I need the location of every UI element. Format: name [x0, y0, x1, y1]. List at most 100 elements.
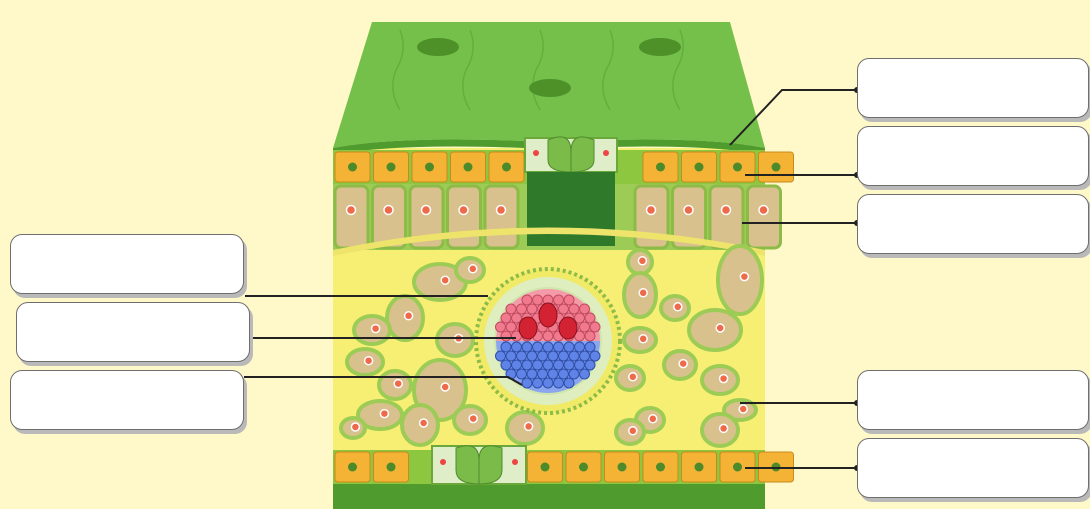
spongy-nucleus: [639, 335, 647, 343]
xylem-cell: [527, 304, 537, 314]
xylem-cell: [580, 322, 590, 332]
spongy-nucleus: [674, 303, 682, 311]
label-box-right-3[interactable]: [857, 194, 1089, 254]
xylem-cell: [496, 322, 506, 332]
epidermis-nucleus: [695, 163, 704, 172]
label-box-right-2[interactable]: [857, 126, 1089, 186]
xylem-cell: [580, 304, 590, 314]
phloem-cell: [548, 369, 558, 379]
spongy-nucleus: [679, 360, 687, 368]
epidermis-nucleus: [618, 463, 627, 472]
spongy-nucleus: [469, 415, 477, 423]
phloem-cell: [506, 351, 516, 361]
xylem-cell: [559, 304, 569, 314]
phloem-cell: [543, 342, 553, 352]
epidermis-nucleus: [772, 163, 781, 172]
epidermis-nucleus: [695, 463, 704, 472]
label-box-left-3[interactable]: [10, 370, 244, 430]
epidermis-nucleus: [348, 163, 357, 172]
phloem-cell: [517, 351, 527, 361]
phloem-cell: [575, 360, 585, 370]
epidermis-nucleus: [502, 163, 511, 172]
phloem-cell: [554, 342, 564, 352]
spongy-cell: [689, 310, 741, 350]
label-box-right-5[interactable]: [857, 438, 1089, 498]
lower-epidermis: [333, 450, 794, 509]
phloem-cell: [564, 342, 574, 352]
xylem-cell: [564, 295, 574, 305]
spongy-nucleus: [441, 276, 449, 284]
epidermis-nucleus: [656, 463, 665, 472]
palisade-nucleus: [722, 206, 731, 215]
phloem-cell: [501, 342, 511, 352]
epidermis-nucleus: [425, 163, 434, 172]
epidermis-nucleus: [464, 163, 473, 172]
spongy-nucleus: [716, 324, 724, 332]
spongy-cell: [718, 246, 762, 314]
phloem-cell: [533, 342, 543, 352]
label-box-left-2[interactable]: [16, 302, 250, 362]
xylem-cell: [522, 295, 532, 305]
xylem-cell: [512, 313, 522, 323]
phloem-cell: [554, 360, 564, 370]
spongy-nucleus: [649, 415, 657, 423]
spongy-nucleus: [380, 410, 388, 418]
phloem-cell: [580, 351, 590, 361]
spongy-nucleus: [629, 427, 637, 435]
epidermis-nucleus: [348, 463, 357, 472]
guard-cells-top: [525, 137, 617, 172]
phloem-cell: [533, 360, 543, 370]
epidermis-nucleus: [387, 163, 396, 172]
xylem-cell: [569, 304, 579, 314]
xylem-cell: [590, 322, 600, 332]
palisade-cell: [748, 186, 781, 248]
leaf-block: [333, 22, 794, 509]
spongy-nucleus: [394, 380, 402, 388]
epidermis-nucleus: [387, 463, 396, 472]
xylem-cell: [506, 304, 516, 314]
phloem-cell: [569, 369, 579, 379]
phloem-cell: [585, 360, 595, 370]
vascular-bundle: [476, 269, 620, 413]
epidermis-nucleus: [733, 163, 742, 172]
guard-cells-bottom: [432, 446, 526, 484]
spongy-nucleus: [405, 312, 413, 320]
phloem-cell: [585, 342, 595, 352]
palisade-cell: [710, 186, 743, 248]
xylem-cell: [506, 322, 516, 332]
label-box-right-4[interactable]: [857, 370, 1089, 430]
phloem-cell: [548, 351, 558, 361]
phloem-cell: [527, 351, 537, 361]
phloem-cell: [501, 360, 511, 370]
xylem-cell: [533, 295, 543, 305]
phloem-cell: [533, 378, 543, 388]
spongy-nucleus: [420, 419, 428, 427]
spongy-nucleus: [441, 383, 449, 391]
stoma-top-3: [529, 79, 571, 97]
spongy-nucleus: [740, 273, 748, 281]
stoma-top-1: [417, 38, 459, 56]
phloem-cell: [554, 378, 564, 388]
palisade-cell: [448, 186, 481, 248]
label-box-left-1[interactable]: [10, 234, 244, 294]
xylem-cell: [554, 295, 564, 305]
xylem-cell: [517, 304, 527, 314]
phloem-cell: [564, 360, 574, 370]
phloem-cell: [575, 342, 585, 352]
spongy-nucleus: [469, 265, 477, 273]
palisade-nucleus: [647, 206, 656, 215]
palisade-nucleus: [384, 206, 393, 215]
phloem-cell: [564, 378, 574, 388]
phloem-cell: [590, 351, 600, 361]
palisade-nucleus: [422, 206, 431, 215]
spongy-nucleus: [351, 423, 359, 431]
phloem-cell: [538, 369, 548, 379]
spongy-nucleus: [365, 357, 373, 365]
lower-cuticle: [333, 484, 765, 509]
xylem-cell: [501, 313, 511, 323]
phloem-cell: [522, 360, 532, 370]
label-box-right-1[interactable]: [857, 58, 1089, 118]
spongy-nucleus: [638, 257, 646, 265]
phloem-cell: [517, 369, 527, 379]
phloem-cell: [522, 378, 532, 388]
